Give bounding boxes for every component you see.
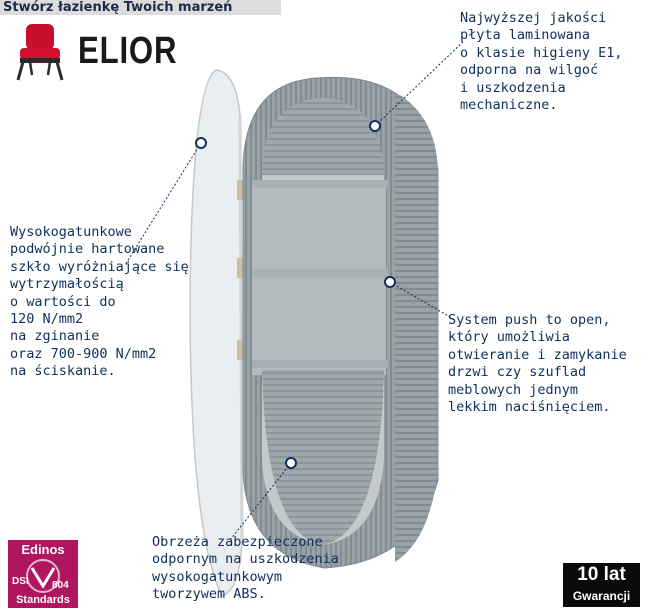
callout-dot-right [384,276,396,288]
callout-push-to-open: System push to open, który umożliwia otw… [448,312,627,416]
chair-icon [16,24,64,81]
callout-dot-top [369,120,381,132]
badge-emblem-icon [26,559,60,593]
brand-logo-text: ELIOR [78,30,178,72]
page-header-title: Stwórz łazienkę Twoich marzeń [0,0,281,15]
edinos-code-left: DSI [12,576,29,587]
callout-dot-bottom [285,457,297,469]
callout-laminate: Najwyższej jakości płyta laminowana o kl… [460,10,623,114]
warranty-years: 10 lat [577,564,626,585]
callout-glass: Wysokogatunkowe podwójnie hartowane szkł… [10,224,189,380]
warranty-label: Gwarancji [572,589,631,603]
callout-dot-left [195,137,207,149]
warranty-badge: 10 lat Gwarancji [563,563,640,607]
callout-abs-edges: Obrzeża zabezpieczone odpornym na uszkod… [152,534,339,603]
edinos-subtitle: Standards [16,594,70,606]
edinos-name: Edinos [21,542,65,557]
edinos-standards-badge: Edinos DSI 804 Standards [8,540,78,608]
edinos-code-right: 804 [52,580,69,591]
